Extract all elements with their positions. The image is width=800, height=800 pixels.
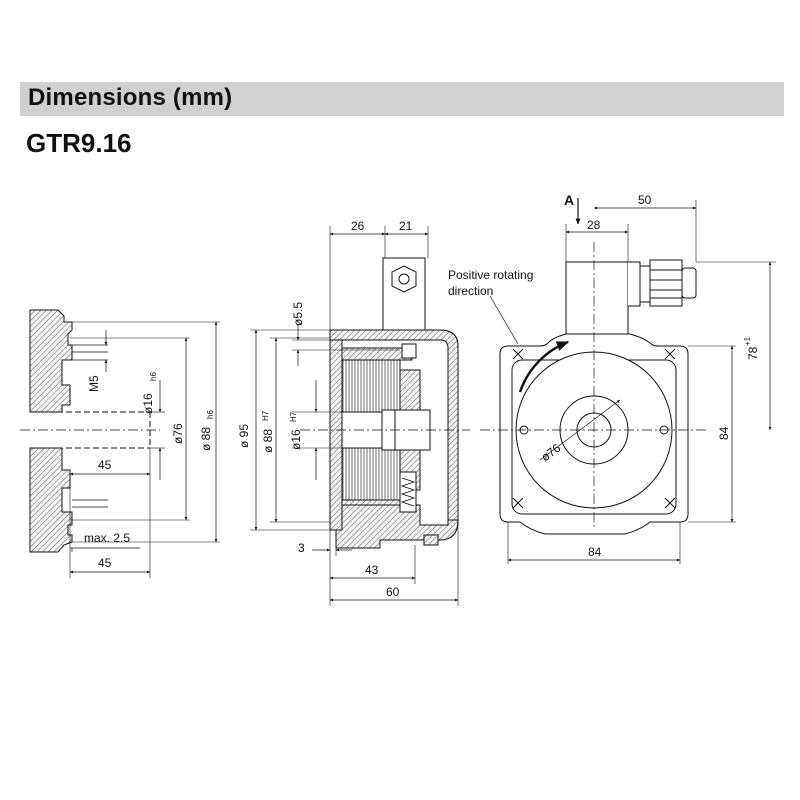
dim-26: 26 (351, 219, 365, 233)
dim-3: 3 (298, 541, 305, 555)
dim-21: 21 (399, 219, 413, 233)
dim-d55: ø5.5 (291, 302, 305, 326)
dim-45-lower: 45 (98, 556, 112, 570)
dim-d16-sec-tol: H7 (289, 411, 298, 422)
dim-50: 50 (638, 193, 652, 207)
dim-43: 43 (365, 563, 379, 577)
dim-m5: M5 (87, 375, 101, 392)
dim-78-tol: +1 (743, 336, 752, 346)
dim-d16: ø16 (141, 393, 155, 414)
dim-d16-tol: h6 (149, 372, 158, 381)
dim-d88-sec: ø 88 (261, 429, 275, 453)
model-name: GTR9.16 (26, 128, 132, 158)
dim-28: 28 (587, 218, 601, 232)
rotation-note-line2: direction (448, 284, 493, 298)
dim-84-right: 84 (717, 426, 731, 440)
dim-d88: ø 88 (199, 427, 213, 451)
front-view-labels: A Positive rotating direction 50 28 78 +… (448, 192, 760, 559)
left-view (20, 309, 220, 578)
dim-78: 78 (746, 346, 760, 360)
dim-60: 60 (386, 585, 400, 599)
dim-d88-tol: h6 (206, 410, 215, 419)
dim-max25: max. 2.5 (84, 531, 130, 545)
dim-d88-sec-tol: H7 (261, 410, 270, 421)
dim-d16-sec: ø16 (289, 429, 303, 450)
page-title: Dimensions (mm) (28, 84, 233, 111)
left-view-labels: M5 ø16 h6 ø76 ø 88 h6 45 max. 2.5 45 (84, 372, 215, 570)
dim-d76: ø76 (171, 423, 185, 444)
dim-84-bottom: 84 (588, 545, 602, 559)
header-bar (20, 82, 784, 116)
dim-d95: ø 95 (237, 424, 251, 448)
dim-45-upper: 45 (98, 458, 112, 472)
front-view (480, 198, 776, 564)
view-arrow-a: A (564, 192, 574, 208)
section-view (250, 226, 470, 606)
section-view-labels: 26 21 ø5.5 ø 95 ø 88 H7 ø16 H7 3 43 60 (237, 219, 413, 599)
rotation-note-line1: Positive rotating (448, 268, 533, 282)
